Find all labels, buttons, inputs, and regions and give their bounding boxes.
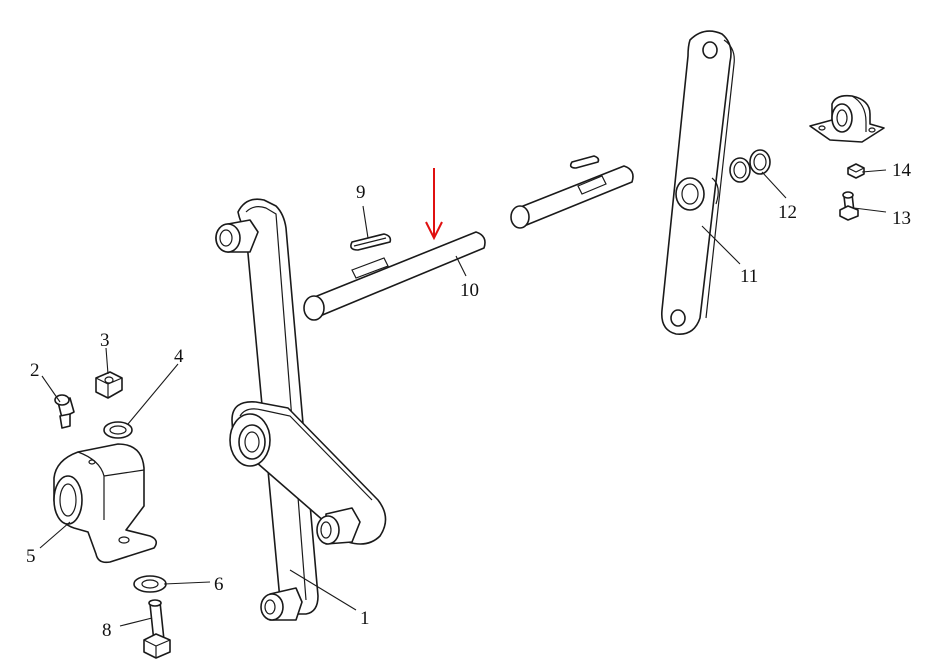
part-6-flat-washer <box>133 575 167 593</box>
part-2-stud <box>54 394 75 429</box>
part-labels: 1 2 3 4 5 6 8 9 10 11 12 13 14 <box>26 160 912 641</box>
label-part-1: 1 <box>360 608 370 629</box>
shaft-segment-right <box>510 155 634 229</box>
part-8-hex-bolt <box>143 599 171 659</box>
part-12-rings <box>729 149 771 183</box>
part-4-spring-washer <box>103 421 133 439</box>
small-bearing-bracket <box>809 94 885 143</box>
label-part-13: 13 <box>892 208 911 229</box>
part-9-key <box>350 233 392 251</box>
label-part-6: 6 <box>214 574 224 595</box>
label-part-4: 4 <box>174 346 184 367</box>
part-5-bearing-bracket <box>53 443 158 564</box>
label-part-8: 8 <box>102 620 112 641</box>
label-part-5: 5 <box>26 546 36 567</box>
part-10-shaft <box>303 231 486 321</box>
label-part-2: 2 <box>30 360 40 381</box>
highlight-arrow <box>425 168 443 241</box>
label-part-14: 14 <box>892 160 912 181</box>
label-part-10: 10 <box>460 280 479 301</box>
part-14-small-nut <box>847 163 865 179</box>
label-part-3: 3 <box>100 330 110 351</box>
part-3-hex-nut <box>95 371 123 399</box>
label-part-9: 9 <box>356 182 366 203</box>
part-1-lever-arm <box>215 198 387 621</box>
part-11-flat-link <box>660 30 735 335</box>
label-part-12: 12 <box>778 202 797 223</box>
part-13-small-bolt <box>839 191 859 221</box>
leader-lines <box>39 169 887 627</box>
label-part-11: 11 <box>740 266 758 287</box>
